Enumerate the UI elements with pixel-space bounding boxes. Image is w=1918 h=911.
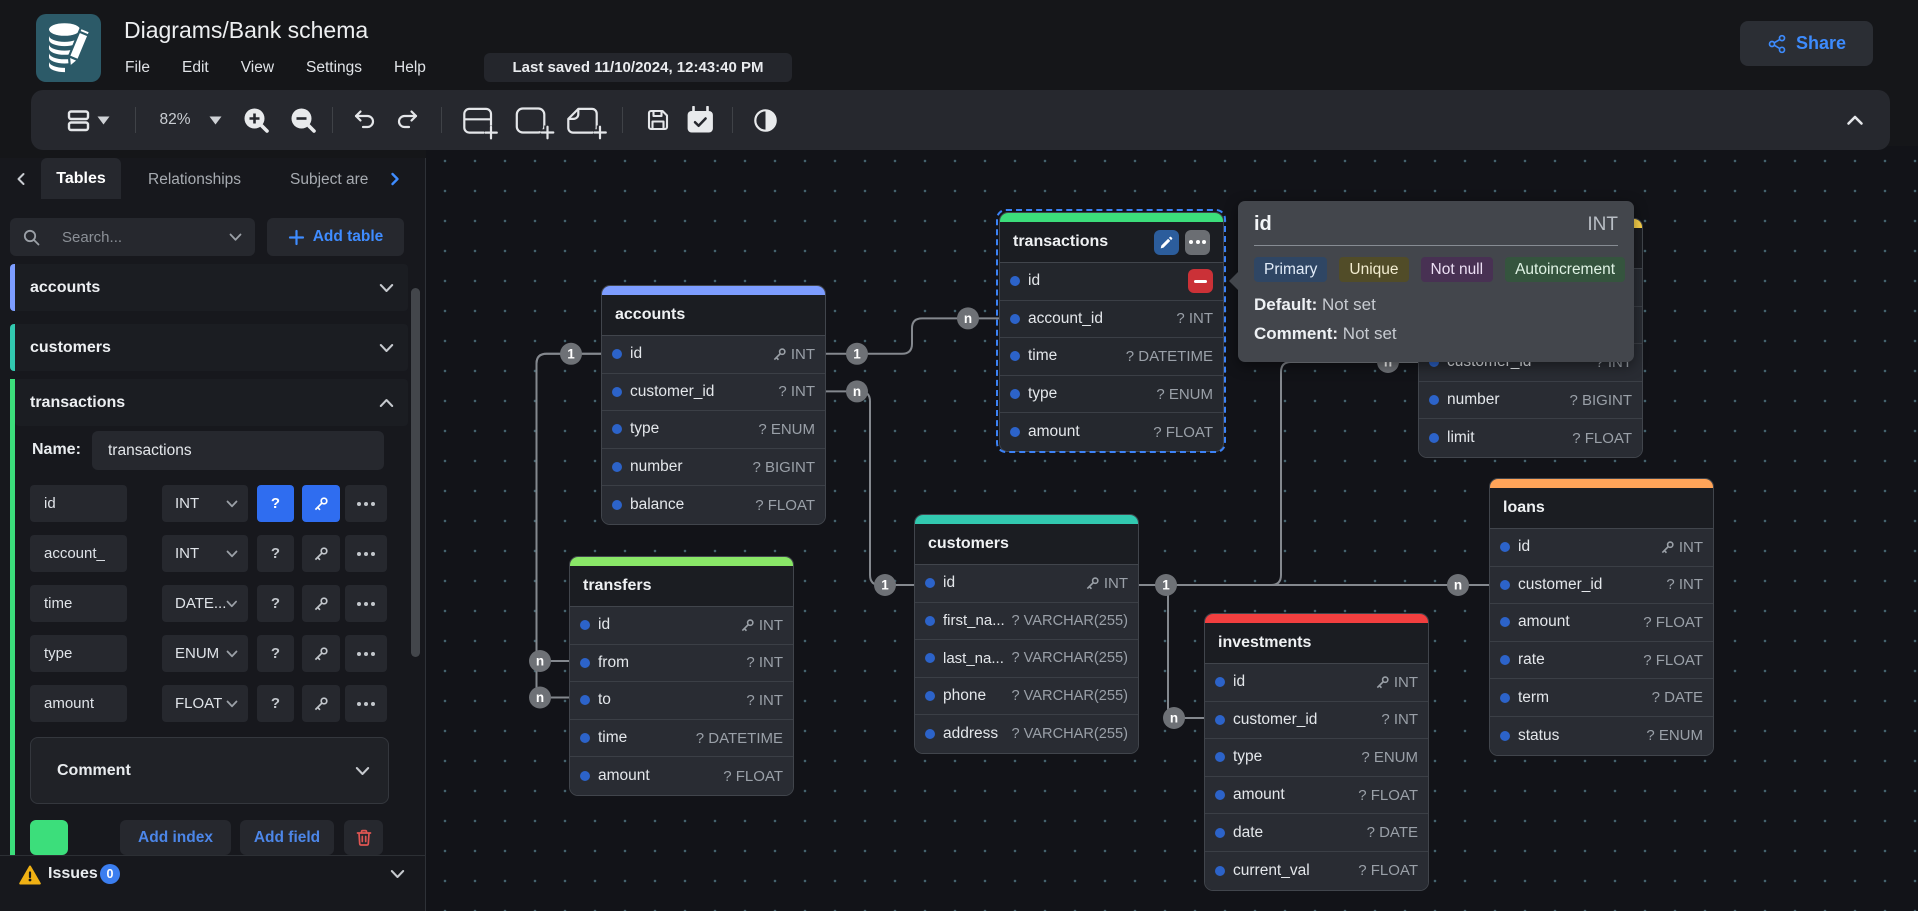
svg-text:n: n [1454,578,1462,593]
svg-text:n: n [1170,711,1178,726]
svg-text:1: 1 [1162,578,1170,593]
svg-text:n: n [853,384,861,399]
svg-text:n: n [1384,355,1392,370]
svg-text:n: n [536,690,544,705]
svg-text:n: n [964,311,972,326]
svg-text:1: 1 [853,347,861,362]
svg-text:1: 1 [881,578,889,593]
svg-text:n: n [536,654,544,669]
svg-text:1: 1 [567,347,575,362]
